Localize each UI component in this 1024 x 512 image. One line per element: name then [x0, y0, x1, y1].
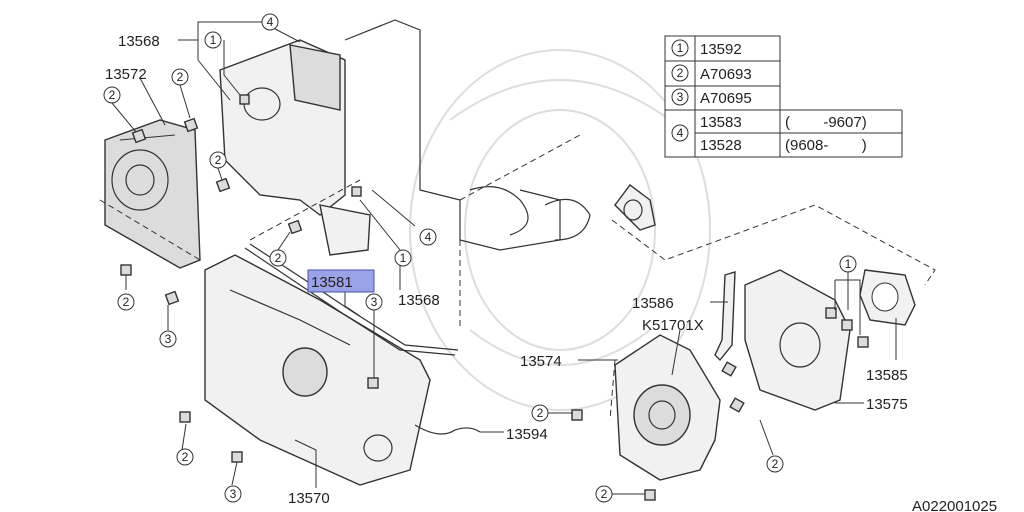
- legend-callout-1-icon: [671, 39, 689, 57]
- inner-cover-plate-13568: [219, 39, 371, 256]
- callout-3-icon: [159, 330, 177, 348]
- svg-text:3: 3: [371, 295, 378, 309]
- callout-2-icon: [117, 293, 135, 311]
- callout-2-icon: [209, 151, 227, 169]
- seal-13585: [859, 269, 916, 326]
- legend-part-4b: 13528: [700, 137, 742, 154]
- callout-4-icon: [419, 228, 437, 246]
- legend-callout-4-icon: [671, 124, 689, 142]
- gasket-13594: [414, 424, 481, 435]
- leader-lines: [111, 21, 897, 495]
- diagram-code: A022001025: [912, 498, 997, 512]
- callout-1-icon: [204, 31, 222, 49]
- label-13581: 13581: [311, 274, 353, 291]
- label-13575: 13575: [866, 396, 908, 413]
- label-13570: 13570: [288, 490, 330, 507]
- callout-2-icon: [595, 485, 613, 503]
- svg-text:2: 2: [601, 487, 608, 501]
- callout-4-icon: [261, 13, 279, 31]
- label-13574: 13574: [520, 353, 562, 370]
- legend-part-1: 13592: [700, 41, 742, 58]
- callout-2-icon: [103, 86, 121, 104]
- legend-part-2: A70693: [700, 66, 752, 83]
- label-13585: 13585: [866, 367, 908, 384]
- legend-part-4a: 13583: [700, 114, 742, 131]
- svg-text:1: 1: [677, 41, 684, 55]
- callout-2-icon: [171, 68, 189, 86]
- svg-text:1: 1: [210, 33, 217, 47]
- legend-callout-2-icon: [671, 64, 689, 82]
- bolts: [120, 94, 869, 501]
- legend-part-3: A70695: [700, 90, 752, 107]
- belt-cover-right-13574: [614, 334, 721, 481]
- callout-2-icon: [766, 455, 784, 473]
- legend-callout-3-icon: [671, 88, 689, 106]
- svg-text:1: 1: [845, 257, 852, 271]
- svg-text:4: 4: [425, 230, 432, 244]
- svg-text:2: 2: [109, 88, 116, 102]
- svg-text:2: 2: [677, 66, 684, 80]
- legend-table: 1 13592 2 A70693 3 A70695 4 13583 ( -960…: [664, 35, 903, 158]
- svg-text:3: 3: [677, 90, 684, 104]
- svg-text:3: 3: [230, 487, 237, 501]
- svg-text:2: 2: [177, 70, 184, 84]
- belt-cover-left-13572: [104, 119, 201, 269]
- callout-2-icon: [176, 448, 194, 466]
- front-belt-cover-13570: [204, 254, 431, 486]
- callout-1-icon: [394, 249, 412, 267]
- label-13568-top: 13568: [118, 33, 160, 50]
- label-13572: 13572: [105, 66, 147, 83]
- callout-3-icon: [365, 293, 383, 311]
- label-k51701x: K51701X: [642, 317, 704, 334]
- callout-3-icon: [224, 485, 242, 503]
- watermark-emblem: [409, 49, 711, 411]
- gasket-13581: [244, 243, 459, 356]
- svg-text:2: 2: [537, 406, 544, 420]
- cover-plate-13575: [744, 269, 851, 411]
- svg-text:2: 2: [772, 457, 779, 471]
- label-13568-mid: 13568: [398, 292, 440, 309]
- callout-1-icon: [839, 255, 857, 273]
- callout-2-icon: [531, 404, 549, 422]
- pulley-top-right: [614, 184, 656, 231]
- part-labels: 13568 13572 13581 13568 13586 K51701X 13…: [105, 33, 997, 512]
- svg-text:3: 3: [165, 332, 172, 346]
- svg-text:4: 4: [267, 15, 274, 29]
- legend-note-4a: ( -9607): [785, 114, 867, 131]
- svg-text:2: 2: [182, 450, 189, 464]
- svg-text:1: 1: [400, 251, 407, 265]
- svg-text:4: 4: [677, 126, 684, 140]
- highlight-13581: [307, 269, 375, 293]
- callout-circles: 1 4 2 2 2 2 3 2 3 4 1 2 3 2 2 2 1: [103, 13, 857, 503]
- label-13586: 13586: [632, 295, 674, 312]
- callout-2-icon: [269, 249, 287, 267]
- svg-text:2: 2: [275, 251, 282, 265]
- legend-note-4b: (9608- ): [785, 137, 867, 154]
- strip-13586: [714, 271, 736, 362]
- label-13594: 13594: [506, 426, 548, 443]
- engine-block-outline: [99, 19, 591, 330]
- svg-text:2: 2: [123, 295, 130, 309]
- svg-text:2: 2: [215, 153, 222, 167]
